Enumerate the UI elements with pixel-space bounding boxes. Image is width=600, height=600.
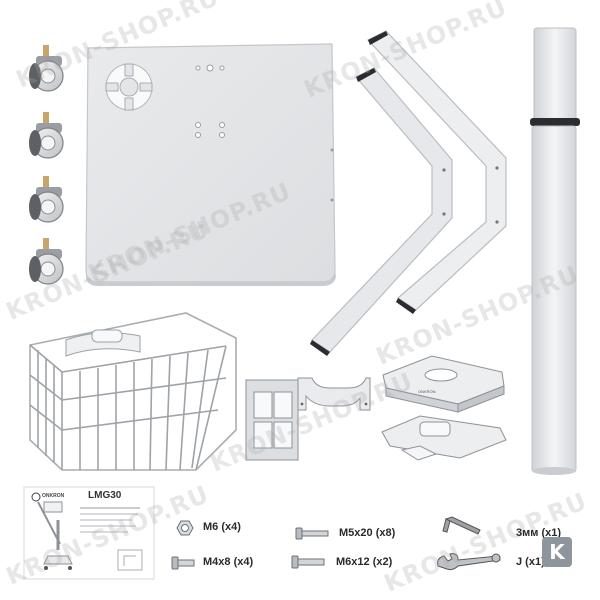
manual-model: LMG30 xyxy=(88,490,122,501)
hardware-label: M5x20 (x8) xyxy=(339,527,396,539)
caster-wheel xyxy=(29,112,64,159)
monitor-mount-top: ONKRON xyxy=(382,355,505,413)
caster-wheel xyxy=(29,45,64,92)
brand-badge: K xyxy=(542,537,572,567)
caster-wheel xyxy=(29,238,64,285)
svg-text:ONKRON: ONKRON xyxy=(418,389,436,394)
u-bracket xyxy=(297,377,371,411)
base-plate xyxy=(85,43,336,286)
hardware-label: J (x1) xyxy=(516,556,545,568)
hardware-label: M6x12 (x2) xyxy=(336,556,393,568)
bracket-plate xyxy=(245,379,299,461)
manual-brand: ONKRON xyxy=(42,493,65,499)
instruction-manual xyxy=(23,486,155,580)
long-screw-icon xyxy=(295,527,329,540)
leg-arm xyxy=(310,67,453,356)
allen-key-icon xyxy=(442,516,481,535)
monitor-mount-bottom xyxy=(381,415,507,461)
hex-nut-icon xyxy=(176,520,194,536)
bolt-icon xyxy=(291,555,325,569)
caster-wheel xyxy=(29,176,64,223)
hardware-label: M6 (x4) xyxy=(203,521,241,533)
hardware-label: 3мм (x1) xyxy=(516,527,562,539)
wrench-icon xyxy=(437,553,501,571)
basket-clamp xyxy=(65,329,141,357)
leg-arm xyxy=(367,30,507,314)
short-bolt-icon xyxy=(171,556,195,570)
column xyxy=(530,27,580,475)
hardware-label: M4x8 (x4) xyxy=(203,556,254,568)
wire-basket xyxy=(29,312,237,471)
